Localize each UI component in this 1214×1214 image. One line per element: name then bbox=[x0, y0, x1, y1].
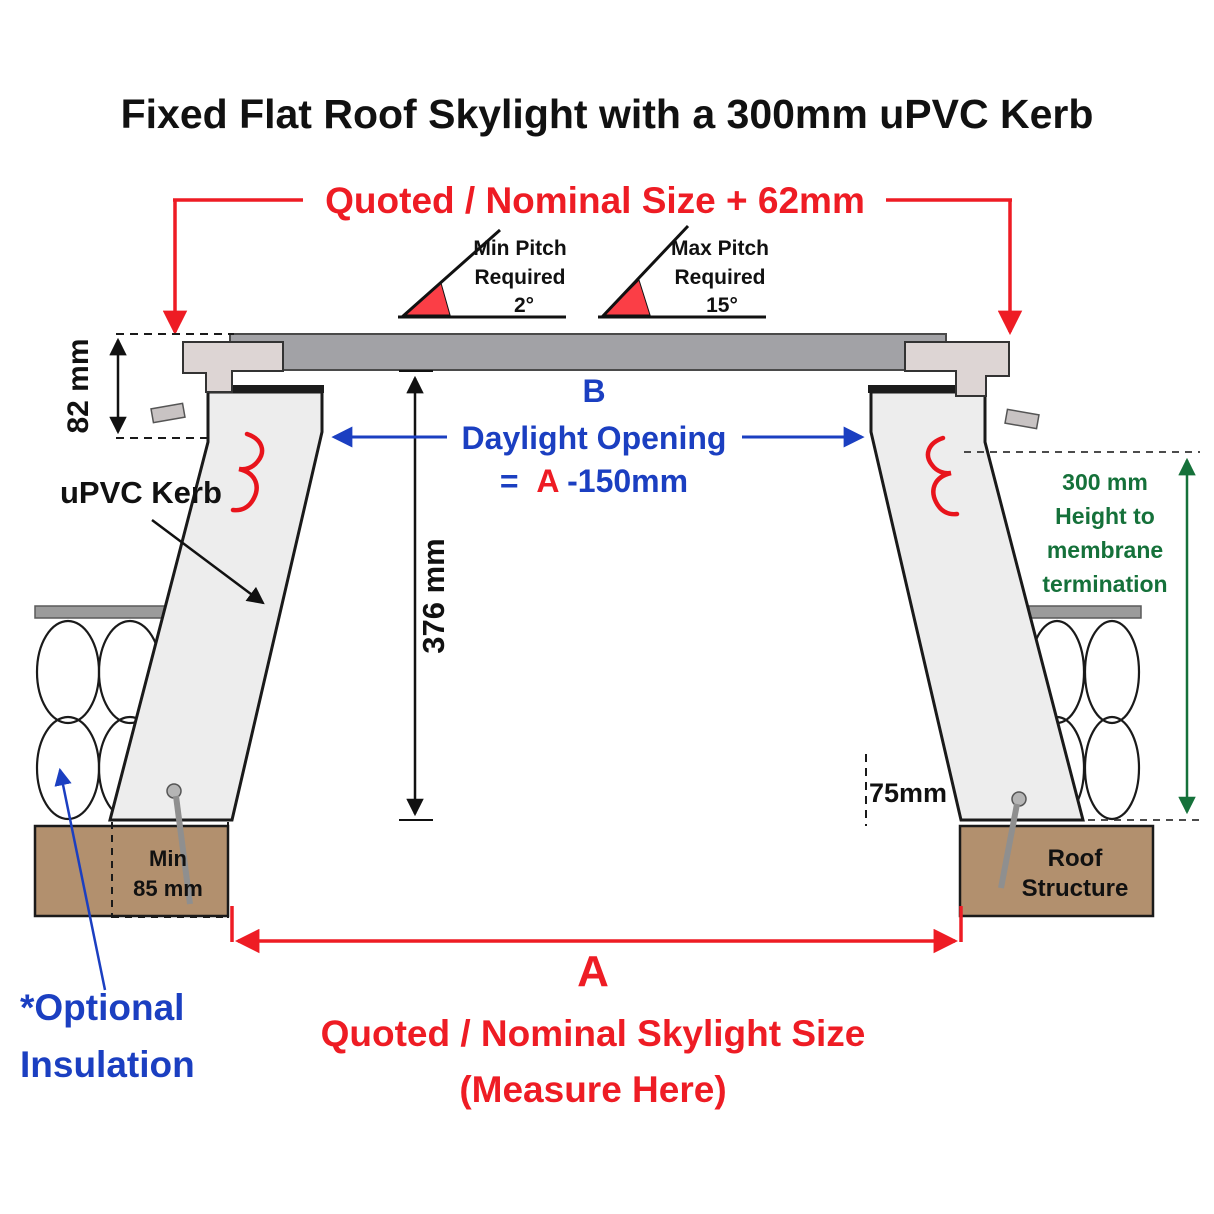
max-pitch-label-1: Max Pitch bbox=[671, 237, 769, 260]
kerb-callout-label: uPVC Kerb bbox=[60, 475, 222, 510]
max-pitch-slope bbox=[600, 224, 690, 319]
page-title: Fixed Flat Roof Skylight with a 300mm uP… bbox=[121, 91, 1094, 137]
max-pitch-label-2: Required bbox=[674, 266, 765, 289]
top-dimension: Quoted / Nominal Size + 62mm bbox=[162, 180, 1023, 336]
frame-height-label: 82 mm bbox=[62, 338, 95, 433]
min-base-dimension: Min 85 mm bbox=[111, 822, 229, 918]
left-deck-membrane bbox=[34, 605, 167, 619]
nominal-size-caption-1: Quoted / Nominal Skylight Size bbox=[321, 1013, 866, 1054]
min-base-label-1: Min bbox=[149, 846, 187, 871]
membrane-label-2: Height to bbox=[1055, 503, 1155, 529]
kerb-height-dimension: 376 mm bbox=[399, 370, 451, 821]
daylight-opening-dimension: B Daylight Opening = A -150mm bbox=[331, 373, 865, 499]
right-gasket bbox=[868, 385, 986, 393]
membrane-label-1: 300 mm bbox=[1062, 469, 1148, 495]
insulation-loop bbox=[1083, 715, 1141, 821]
membrane-label-4: termination bbox=[1042, 571, 1167, 597]
membrane-label-3: membrane bbox=[1047, 537, 1163, 563]
left-frame-profile bbox=[182, 341, 284, 393]
roof-structure-label: Roof Structure bbox=[1022, 845, 1129, 902]
min-pitch-label-1: Min Pitch bbox=[473, 237, 566, 260]
kerb-callout-arrow bbox=[151, 518, 265, 605]
nominal-size-dimension: A Quoted / Nominal Skylight Size (Measur… bbox=[230, 906, 963, 1110]
insulation-note: *Optional Insulation bbox=[20, 767, 195, 1085]
right-roof-deck bbox=[1028, 605, 1142, 619]
right-deck-membrane bbox=[1028, 605, 1142, 619]
right-kerb-clip bbox=[925, 435, 960, 517]
right-fixing-screw bbox=[998, 791, 1027, 889]
max-pitch-value: 15° bbox=[706, 294, 738, 317]
daylight-opening-label: Daylight Opening bbox=[462, 420, 727, 456]
left-kerb-clip bbox=[230, 431, 265, 513]
nominal-size-caption-2: (Measure Here) bbox=[459, 1069, 726, 1110]
min-pitch-value: 2° bbox=[514, 294, 534, 317]
insulation-loop bbox=[35, 619, 101, 725]
right-roof-structure bbox=[958, 824, 1155, 918]
glass-panel bbox=[229, 333, 947, 371]
daylight-eq-prefix: = bbox=[500, 463, 519, 499]
daylight-equation: = A -150mm bbox=[500, 463, 688, 499]
screw-shaft bbox=[998, 803, 1020, 889]
kerb-height-label: 376 mm bbox=[416, 538, 451, 653]
insulation-loop bbox=[1083, 619, 1141, 725]
frame-height-dimension: 82 mm bbox=[62, 333, 234, 439]
nominal-size-a-label: A bbox=[577, 947, 609, 996]
min-pitch-slope bbox=[401, 228, 501, 319]
min-pitch-label-2: Required bbox=[474, 266, 565, 289]
daylight-eq-suffix: -150mm bbox=[567, 463, 688, 499]
min-pitch-diagram: Min Pitch Required 2° bbox=[398, 228, 567, 319]
roof-label-2: Structure bbox=[1022, 875, 1129, 902]
right-fixing-bolt bbox=[1004, 408, 1040, 430]
left-fixing-bolt bbox=[150, 402, 186, 424]
screw-shaft bbox=[173, 795, 193, 905]
max-pitch-diagram: Max Pitch Required 15° bbox=[598, 224, 769, 319]
insulation-note-label-1: *Optional bbox=[20, 987, 184, 1028]
left-roof-structure bbox=[33, 824, 230, 918]
insulation-note-label-2: Insulation bbox=[20, 1044, 195, 1085]
right-frame-profile bbox=[904, 341, 1010, 397]
insulation-note-arrow bbox=[54, 767, 107, 991]
left-roof-deck bbox=[34, 605, 167, 619]
top-dimension-label: Quoted / Nominal Size + 62mm bbox=[325, 180, 865, 221]
min-base-label-2: 85 mm bbox=[133, 876, 203, 901]
membrane-height-dimension: 300 mm Height to membrane termination bbox=[964, 451, 1200, 821]
left-fixing-screw bbox=[166, 783, 193, 905]
kerb-callout: uPVC Kerb bbox=[60, 475, 265, 605]
roof-label-1: Roof bbox=[1048, 845, 1104, 872]
kerb-offset-dimension: 75mm bbox=[865, 754, 947, 826]
left-gasket bbox=[206, 385, 324, 393]
daylight-b-label: B bbox=[582, 373, 605, 409]
kerb-offset-label: 75mm bbox=[869, 778, 947, 808]
daylight-eq-a: A bbox=[536, 463, 559, 499]
